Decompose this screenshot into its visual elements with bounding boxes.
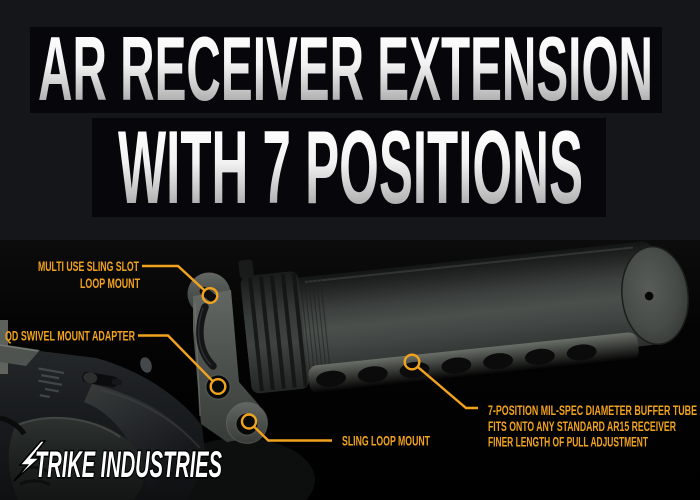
callout-leader-line	[416, 365, 478, 410]
callout-label: FITS ONTO ANY STANDARD AR15 RECEIVER	[488, 419, 676, 434]
callout-ring	[201, 287, 219, 305]
callout-qd-swivel-mount-adapter: QD SWIVEL MOUNT ADAPTER	[5, 329, 227, 396]
takedown-pin	[140, 357, 152, 373]
title-line-2: WITH 7 POSITIONS	[118, 110, 583, 226]
tube-end-cap	[621, 245, 690, 346]
callout-label: 7-POSITION MIL-SPEC DIAMETER BUFFER TUBE	[488, 403, 697, 418]
title-strip-2	[92, 118, 606, 217]
callout-ring	[209, 378, 227, 396]
receiver-markings	[38, 367, 65, 398]
callout-leader-line	[138, 334, 214, 383]
callout-leader-line	[253, 425, 332, 442]
product-photo: MULTI USE SLING SLOT LOOP MOUNT QD SWIVE…	[0, 240, 700, 500]
brand-logo: TRIKE INDUSTRIES	[13, 440, 224, 487]
end-cap-hole	[644, 291, 654, 301]
title-strip-1	[30, 27, 662, 113]
callout-label: MULTI USE SLING SLOT	[38, 259, 139, 274]
tube-threads	[299, 275, 332, 381]
lower-receiver	[0, 320, 315, 500]
receiver-neck	[84, 384, 204, 490]
callout-multi-use-sling-slot: MULTI USE SLING SLOT LOOP MOUNT	[38, 259, 219, 305]
position-rail	[308, 332, 639, 394]
callout-label: LOOP MOUNT	[80, 276, 140, 291]
callout-ring	[403, 353, 421, 371]
retainer-tab	[238, 259, 254, 279]
safety-selector	[82, 371, 123, 388]
callout-label: FINER LENGTH OF PULL ADJUSTMENT	[488, 435, 648, 450]
pistol-grip	[8, 416, 145, 500]
callout-sling-loop-mount: SLING LOOP MOUNT	[240, 413, 430, 449]
brand-name: TRIKE INDUSTRIES	[35, 443, 222, 485]
buffer-tube-assembly	[238, 241, 690, 394]
callout-leader-line	[142, 264, 206, 292]
callout-label: QD SWIVEL MOUNT ADAPTER	[5, 329, 135, 344]
title-line-1: AR RECEIVER EXTENSION	[38, 19, 653, 120]
title-banner: AR RECEIVER EXTENSION WITH 7 POSITIONS	[0, 0, 700, 240]
lightning-bolt-icon	[13, 440, 47, 482]
callout-label: SLING LOOP MOUNT	[342, 434, 430, 449]
trigger-guard	[0, 415, 27, 436]
callout-ring	[240, 413, 258, 430]
sling-hook	[196, 303, 217, 370]
callout-buffer-tube: 7-POSITION MIL-SPEC DIAMETER BUFFER TUBE…	[403, 353, 697, 450]
castle-nut-ribs	[248, 272, 308, 392]
